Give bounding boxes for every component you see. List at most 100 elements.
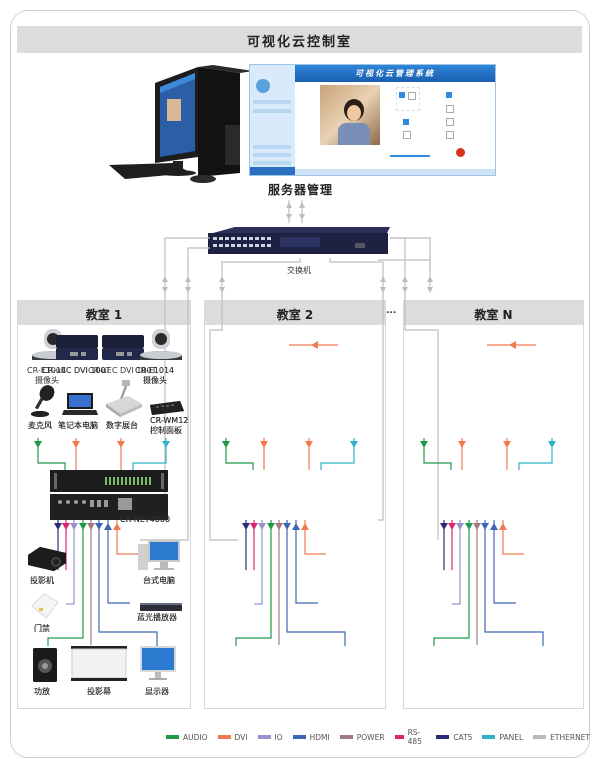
legend-swatch <box>292 735 306 739</box>
legend: AUDIO DVI IO HDMI POWER RS-485 CAT5 PANEL ETHERN… <box>166 728 600 746</box>
room-3-extender-icon <box>54 333 100 361</box>
room-2-desktop-label: 台式电脑 <box>143 576 175 585</box>
room-1-mic-label: 麦克风 <box>28 421 52 430</box>
room-3-screen-label: 投影幕 <box>87 687 111 696</box>
room-3-access-label: 门禁 <box>34 624 50 633</box>
room-1-visualizer-label: 数字展台 <box>106 421 138 430</box>
room-2-camera-name: 摄像头 <box>143 376 167 385</box>
legend-label: POWER <box>356 732 385 742</box>
legend-item-power: POWER <box>339 728 385 746</box>
classroom-n-title: 教室 N <box>474 308 513 322</box>
legend-label: ETHERNET <box>550 732 590 742</box>
room-1-screen-label: 投影幕 <box>87 687 111 696</box>
software-titlebar: 可视化云管理系统 <box>295 65 495 82</box>
legend-swatch <box>339 735 353 739</box>
legend-label: RS-485 <box>407 728 422 746</box>
switch-label: 交换机 <box>287 266 311 275</box>
room-3-bluray-label: 蓝光播放器 <box>137 613 177 622</box>
room-1-monitor-label: 显示器 <box>145 687 169 696</box>
room-1-projector-label: 投影机 <box>30 576 54 585</box>
room-2-panel-model: CR-WM12 <box>150 416 189 425</box>
legend-item-cat5: CAT5 <box>436 728 472 746</box>
room-2-access-label: 门禁 <box>34 624 50 633</box>
room-3-projection-screen-icon <box>71 646 127 682</box>
room-2-visualizer-label: 数字展台 <box>106 421 138 430</box>
room-3-access-card-icon <box>30 592 60 620</box>
room-2-monitor-label: 显示器 <box>145 687 169 696</box>
room-3-desktop-label: 台式电脑 <box>143 576 175 585</box>
room-2-camera-model: CR-E1014 <box>135 366 175 375</box>
legend-swatch <box>533 735 547 739</box>
legend-item-ethernet: ETHERNET <box>533 728 590 746</box>
room-2-mic-label: 麦克风 <box>28 421 52 430</box>
legend-swatch <box>217 735 231 739</box>
room-3-amp-label: 功放 <box>34 687 50 696</box>
classroom-2-title: 教室 2 <box>276 308 314 322</box>
room-1-access-label: 门禁 <box>34 624 50 633</box>
room-1-amp-label: 功放 <box>34 687 50 696</box>
room-2-bluray-label: 蓝光播放器 <box>137 613 177 622</box>
room-2-panel-name: 控制面板 <box>150 426 182 435</box>
room-3-monitor-label: 显示器 <box>145 687 169 696</box>
room-1-extender-label: CR-uEC DVI 100T <box>88 366 157 375</box>
room-1-camera-model: CR-E1014 <box>27 366 67 375</box>
legend-label: HDMI <box>309 732 330 742</box>
room-1-panel-model: CR-WM12 <box>150 416 189 425</box>
legend-swatch <box>166 735 179 739</box>
room-3-camera-name: 摄像头 <box>143 376 167 385</box>
room-3-extender-label: CR-uEC DVI 100T <box>42 366 111 375</box>
room-3-desktop-icon <box>136 540 182 574</box>
room-3-amplifier-icon <box>33 648 57 682</box>
room-3-panel-name: 控制面板 <box>150 426 182 435</box>
legend-item-audio: AUDIO <box>166 728 208 746</box>
room-3-camera-model: CR-E1014 <box>135 366 175 375</box>
room-2-laptop-label: 笔记本电脑 <box>58 421 98 430</box>
room-3-bluray-icon <box>140 598 182 611</box>
legend-item-hdmi: HDMI <box>292 728 330 746</box>
room-1-bluray-label: 蓝光播放器 <box>137 613 177 622</box>
room-3-control-panel-icon <box>148 400 184 415</box>
room-3-controller-label: CR-NET4000 <box>120 515 170 524</box>
legend-label: AUDIO <box>183 732 208 742</box>
legend-label: PANEL <box>499 732 524 742</box>
room-3-laptop-icon <box>62 392 98 416</box>
room-3-laptop-label: 笔记本电脑 <box>58 421 98 430</box>
legend-swatch <box>436 735 450 739</box>
legend-item-rs-485: RS-485 <box>394 728 427 746</box>
server-computer-icon <box>109 65 250 183</box>
room-3-camera-icon <box>138 327 184 363</box>
classroom-1-title: 教室 1 <box>85 308 123 322</box>
room-2-extender-label: CR-uEC DVI 100T <box>42 366 111 375</box>
room-3-panel-model: CR-WM12 <box>150 416 189 425</box>
legend-label: CAT5 <box>453 732 473 742</box>
room-1-panel-name: 控制面板 <box>150 426 182 435</box>
legend-item-panel: PANEL <box>482 728 523 746</box>
video-preview <box>320 85 380 145</box>
legend-label: DVI <box>234 732 248 742</box>
room-2-screen-label: 投影幕 <box>87 687 111 696</box>
legend-swatch <box>394 735 404 739</box>
legend-swatch <box>482 735 496 739</box>
server-management-label: 服务器管理 <box>268 183 334 197</box>
room-3-projector-icon <box>26 545 68 573</box>
room-1-laptop-label: 笔记本电脑 <box>58 421 98 430</box>
legend-label: IO <box>274 732 283 742</box>
room-3-microphone-icon <box>30 385 56 418</box>
room-3-controller-icon <box>50 470 168 520</box>
network-switch-icon <box>208 227 390 254</box>
room-3-visualizer-label: 数字展台 <box>106 421 138 430</box>
control-room-header: 可视化云控制室 <box>17 26 582 53</box>
legend-item-dvi: DVI <box>217 728 248 746</box>
room-1-camera-name: 摄像头 <box>35 376 59 385</box>
room-2-projector-label: 投影机 <box>30 576 54 585</box>
control-room-title: 可视化云控制室 <box>246 35 352 50</box>
classroom-2-panel: 教室 2 <box>204 300 386 709</box>
room-1-extender-icon <box>100 333 146 361</box>
more-rooms-ellipsis: ... <box>386 306 397 316</box>
legend-swatch <box>257 735 271 739</box>
legend-item-io: IO <box>257 728 283 746</box>
room-3-projector-label: 投影机 <box>30 576 54 585</box>
management-software-screen: 可视化云管理系统 <box>249 64 496 176</box>
room-3-visualizer-icon <box>104 378 144 418</box>
room-3-monitor-icon <box>138 646 178 682</box>
